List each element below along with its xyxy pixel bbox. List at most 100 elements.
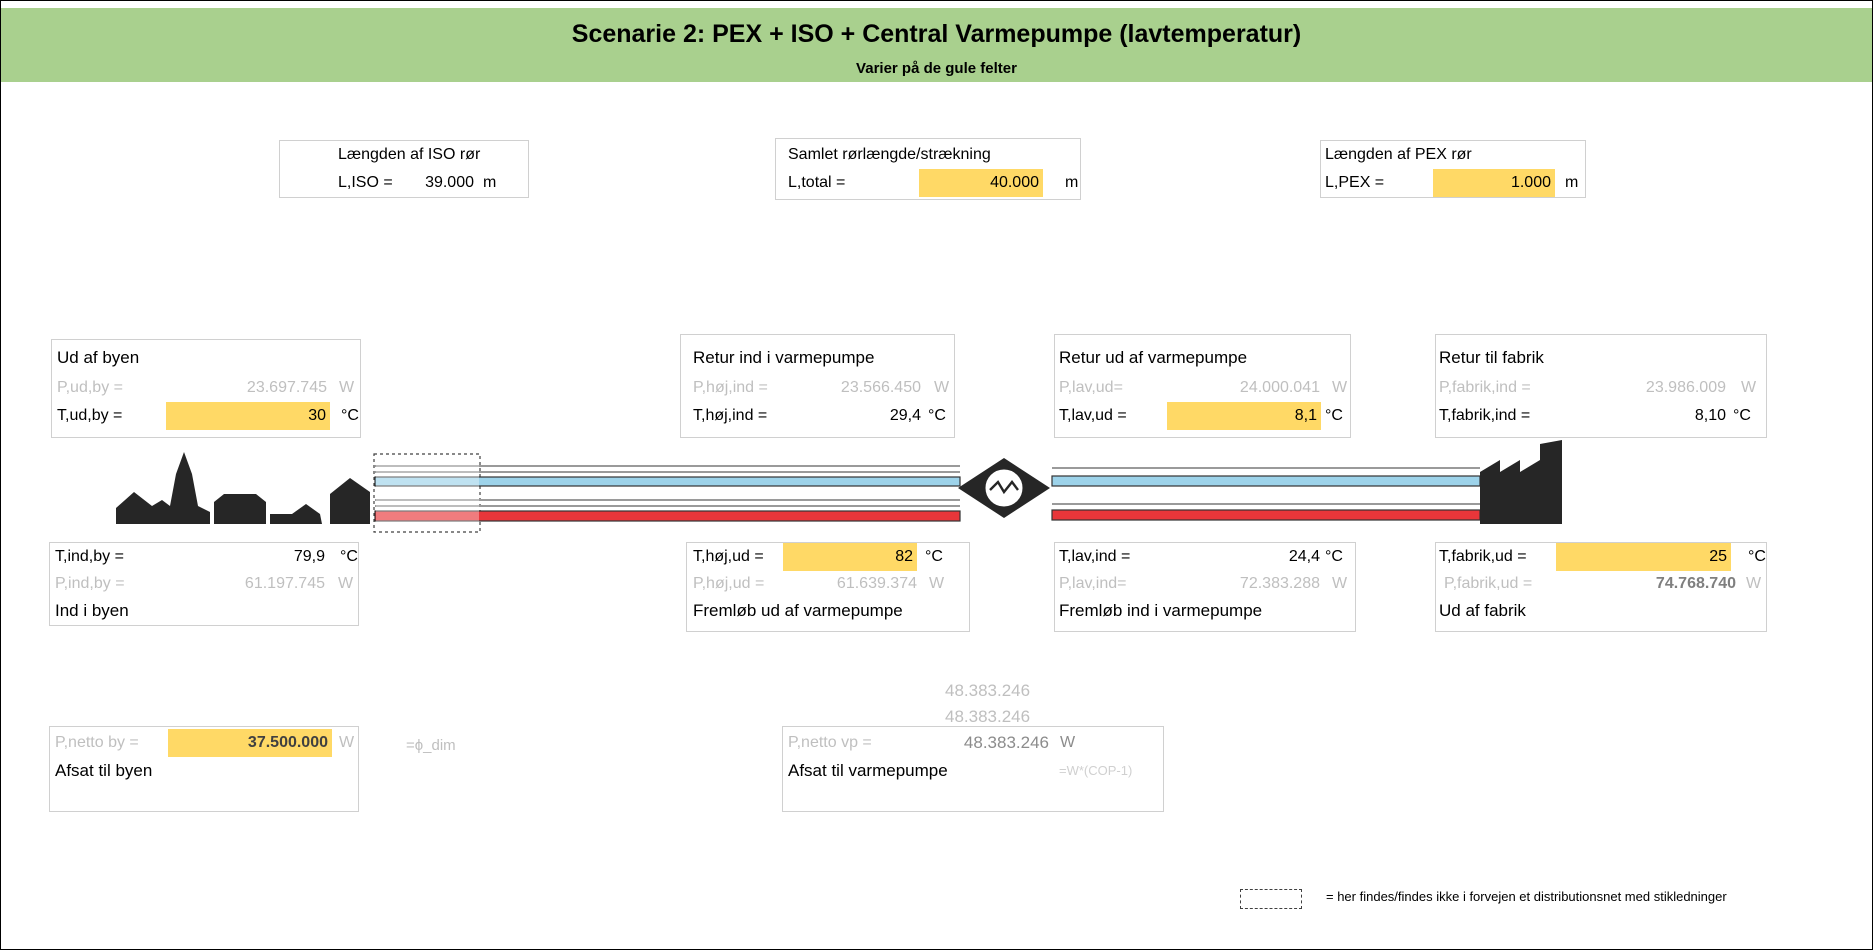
fremlob-ind-vp-title: Fremløb ind i varmepumpe (1059, 601, 1263, 620)
netto-vp-box: P,netto vp = 48.383.246 W Afsat til varm… (782, 726, 1164, 812)
retur-ud-vp-title: Retur ud af varmepumpe (1059, 348, 1248, 367)
t-lav-ud-input[interactable]: 8,1 (1167, 402, 1321, 430)
netto-by-label: P,netto by = (55, 734, 139, 751)
t-lav-ind-label: T,lav,ind = (1059, 548, 1131, 565)
t-lav-ud-unit: °C (1325, 407, 1343, 424)
pipe-strands-right (1052, 467, 1480, 505)
p-lav-ind-unit: W (1332, 575, 1348, 592)
p-hoj-ind-unit: W (934, 379, 950, 396)
pex-length-unit: m (1565, 174, 1579, 191)
t-fabrik-ud-input[interactable]: 25 (1556, 543, 1731, 571)
t-fabrik-ind-unit: °C (1733, 407, 1751, 424)
supply-pipe-right (1051, 509, 1481, 521)
t-ind-by-label: T,ind,by = (55, 548, 124, 565)
t-ud-by-unit: °C (341, 407, 359, 424)
legend-text: = her findes/findes ikke i forvejen et d… (1326, 889, 1727, 904)
district-heating-diagram (116, 440, 1562, 533)
t-lav-ud-row: T,lav,ud = 8,1 °C (1055, 402, 1350, 430)
retur-ind-vp-title: Retur ind i varmepumpe (693, 348, 875, 367)
netto-by-input[interactable]: 37.500.000 (168, 729, 332, 757)
netto-vp-unit: W (1060, 734, 1076, 751)
iso-length-label: L,ISO = (338, 174, 393, 191)
p-ind-by-unit: W (338, 575, 354, 592)
iso-length-box: Længden af ISO rør L,ISO = 39.000 m (279, 140, 529, 198)
iso-length-unit: m (483, 174, 497, 191)
pex-box-title: Længden af PEX rør (1325, 146, 1472, 163)
netto-by-formula: =ϕ_dim (406, 737, 456, 754)
city-silhouette-icon (116, 452, 370, 524)
p-hoj-ud-unit: W (929, 575, 945, 592)
p-fabrik-ud-label: P,fabrik,ud = (1444, 575, 1533, 592)
ud-af-byen-box: Ud af byen P,ud,by = 23.697.745 W T,ud,b… (51, 339, 361, 438)
ud-af-fabrik-box: T,fabrik,ud = 25 °C P,fabrik,ud = 74.768… (1435, 542, 1767, 632)
t-lav-ind-row: T,lav,ind = 24,4 °C (1055, 543, 1355, 571)
netto-vp-value: 48.383.246 (963, 733, 1049, 752)
t-fabrik-ind-label: T,fabrik,ind = (1439, 407, 1531, 424)
legend-dashed-swatch (1240, 889, 1302, 909)
t-hoj-ud-input[interactable]: 82 (783, 543, 917, 571)
t-hoj-ind-unit: °C (928, 407, 946, 424)
netto-vp-extra-2: 48.383.246 (945, 707, 1031, 726)
t-ud-by-input[interactable]: 30 (166, 402, 330, 430)
netto-by-unit: W (339, 734, 355, 751)
netto-vp-row: P,netto vp = 48.383.246 W (783, 729, 1163, 757)
t-hoj-ind-label: T,høj,ind = (693, 407, 768, 424)
t-lav-ud-label: T,lav,ud = (1059, 407, 1127, 424)
scenario-title: Scenarie 2: PEX + ISO + Central Varmepum… (571, 20, 1302, 48)
t-lav-ind-unit: °C (1325, 548, 1343, 565)
heat-pump-icon (958, 458, 1050, 518)
p-hoj-ud-row: P,høj,ud = 61.639.374 W (687, 570, 969, 598)
p-ud-by-unit: W (339, 379, 355, 396)
p-ud-by-row: P,ud,by = 23.697.745 W (52, 374, 360, 402)
retur-fabrik-box: Retur til fabrik P,fabrik,ind = 23.986.0… (1435, 334, 1767, 438)
retur-ind-vp-box: Retur ind i varmepumpe P,høj,ind = 23.56… (680, 334, 955, 438)
p-hoj-ud-value: 61.639.374 (836, 575, 917, 592)
total-length-row: L,total = 40.000 m (776, 169, 1080, 197)
p-fabrik-ud-row: P,fabrik,ud = 74.768.740 W (1436, 570, 1766, 598)
iso-length-row: L,ISO = 39.000 m (280, 169, 528, 197)
t-ind-by-row: T,ind,by = 79,9 °C (50, 543, 358, 571)
p-lav-ind-row: P,lav,ind= 72.383.288 W (1055, 570, 1355, 598)
p-fabrik-ind-unit: W (1741, 379, 1757, 396)
iso-length-value[interactable]: 39.000 (425, 174, 474, 191)
total-length-unit: m (1065, 174, 1079, 191)
t-hoj-ud-label: T,høj,ud = (693, 548, 764, 565)
scenario-subtitle: Varier på de gule felter (856, 60, 1017, 77)
netto-vp-label: P,netto vp = (788, 734, 872, 751)
t-fabrik-ind-value: 8,10 (1694, 407, 1726, 424)
scenario-header: Scenarie 2: PEX + ISO + Central Varmepum… (1, 8, 1872, 82)
retur-fabrik-title: Retur til fabrik (1439, 348, 1544, 367)
p-ud-by-label: P,ud,by = (57, 379, 123, 396)
return-pipe-right (1051, 475, 1481, 487)
t-ind-by-unit: °C (340, 548, 358, 565)
netto-by-box: P,netto by = 37.500.000 W Afsat til byen (49, 726, 359, 812)
p-fabrik-ud-value: 74.768.740 (1655, 575, 1736, 592)
p-lav-ud-value: 24.000.041 (1239, 379, 1320, 396)
retur-ud-vp-box: Retur ud af varmepumpe P,lav,ud= 24.000.… (1054, 334, 1351, 438)
factory-silhouette-icon (1480, 440, 1562, 524)
pex-length-input[interactable]: 1.000 (1433, 169, 1555, 197)
ud-af-fabrik-title: Ud af fabrik (1439, 601, 1526, 620)
p-lav-ind-label: P,lav,ind= (1059, 575, 1127, 592)
pex-length-label: L,PEX = (1325, 174, 1385, 191)
p-fabrik-ind-row: P,fabrik,ind = 23.986.009 W (1436, 374, 1766, 402)
t-fabrik-ud-row: T,fabrik,ud = 25 °C (1436, 543, 1766, 571)
total-length-input[interactable]: 40.000 (919, 169, 1043, 197)
p-fabrik-ind-label: P,fabrik,ind = (1439, 379, 1531, 396)
total-length-label: L,total = (788, 174, 846, 191)
iso-box-title: Længden af ISO rør (338, 146, 481, 163)
fremlob-ud-vp-title: Fremløb ud af varmepumpe (693, 601, 903, 620)
t-lav-ind-value: 24,4 (1288, 548, 1320, 565)
pex-length-box: Længden af PEX rør L,PEX = 1.000 m (1320, 140, 1586, 198)
existing-network-dashed-box (373, 453, 481, 533)
p-hoj-ud-label: P,høj,ud = (693, 575, 765, 592)
p-fabrik-ind-value: 23.986.009 (1645, 379, 1726, 396)
p-lav-ud-row: P,lav,ud= 24.000.041 W (1055, 374, 1350, 402)
p-ind-by-label: P,ind,by = (55, 575, 125, 592)
netto-by-title: Afsat til byen (55, 761, 153, 780)
t-ud-by-row: T,ud,by = 30 °C (52, 402, 360, 430)
p-hoj-ind-value: 23.566.450 (840, 379, 921, 396)
netto-vp-title: Afsat til varmepumpe (788, 761, 948, 780)
t-ud-by-label: T,ud,by = (57, 407, 123, 424)
p-lav-ud-unit: W (1332, 379, 1348, 396)
